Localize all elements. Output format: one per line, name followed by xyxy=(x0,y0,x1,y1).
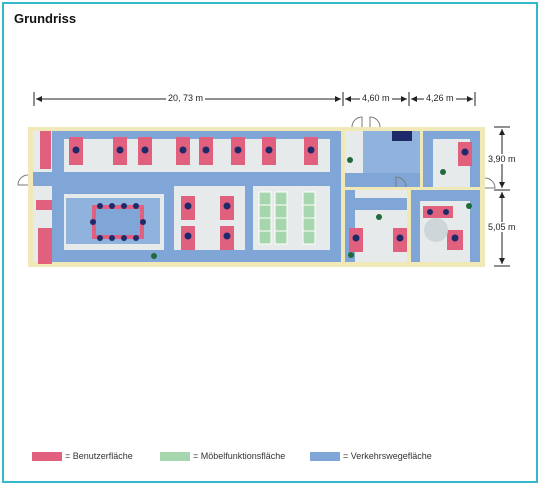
legend-label-user-area: = Benutzerfläche xyxy=(65,451,133,461)
legend-label-circulation-area: = Verkehrswegefläche xyxy=(343,451,432,461)
partition-walls xyxy=(341,131,480,262)
dimension-total-length: 20, 73 m xyxy=(166,93,206,103)
plant-icon xyxy=(151,157,472,259)
page-title: Grundriss xyxy=(14,11,77,26)
legend-swatch-furniture-area xyxy=(160,451,190,461)
dimension-segment-mid: 4,60 m xyxy=(360,93,392,103)
dimension-height-bottom: 5,05 m xyxy=(486,222,518,232)
screen-icon xyxy=(392,131,412,141)
dimension-segment-right: 4,26 m xyxy=(424,93,456,103)
door-swing-icon xyxy=(17,116,496,189)
legend-swatch-circulation-area xyxy=(310,451,340,461)
legend-label-furniture-area: = Möbelfunktionsfläche xyxy=(193,451,286,461)
round-table xyxy=(424,218,448,242)
dimension-height-top: 3,90 m xyxy=(486,154,518,164)
chairs xyxy=(72,146,469,242)
legend-item-furniture-area: = Möbelfunktionsfläche xyxy=(160,450,285,462)
furniture-areas xyxy=(258,191,316,245)
legend-item-user-area: = Benutzerfläche xyxy=(32,450,133,462)
legend-item-circulation-area: = Verkehrswegefläche xyxy=(310,450,432,462)
legend-swatch-user-area xyxy=(32,451,62,461)
